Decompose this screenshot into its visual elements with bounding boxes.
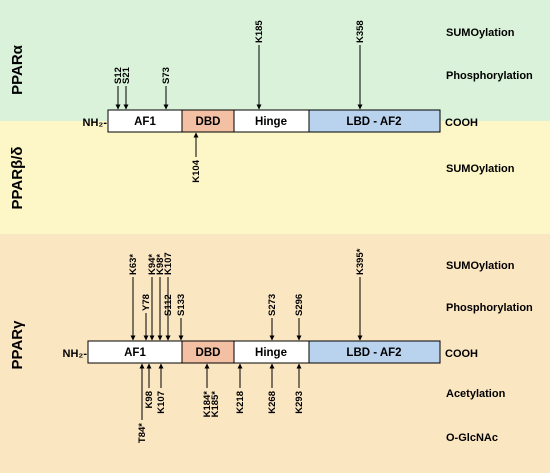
gamma-site-k268: K268: [267, 391, 278, 414]
gamma-lbd-label: LBD - AF2: [346, 347, 401, 359]
alpha-site-s21: S21: [121, 66, 132, 84]
gamma-site-k395: K395*: [355, 248, 366, 275]
gamma-site-k63: K63*: [128, 254, 139, 275]
gamma-label-acetyl: Acetylation: [446, 388, 506, 400]
alpha-lbd-label: LBD - AF2: [346, 116, 401, 128]
gamma-site-y78: Y78: [141, 294, 152, 311]
gamma-site-k107-above: K107: [163, 252, 174, 275]
alpha-dbd-label: DBD: [196, 116, 221, 128]
gamma-hinge-label: Hinge: [255, 347, 287, 359]
alpha-domain-lbd: [308, 109, 441, 133]
alpha-site-s12: S12: [113, 67, 124, 84]
band-alpha: [0, 0, 550, 121]
alpha-hinge-label: Hinge: [255, 116, 287, 128]
gamma-label-phospho: Phosphorylation: [446, 302, 533, 314]
gamma-site-k293: K293: [294, 391, 305, 414]
gamma-n-terminus: NH₂-: [63, 348, 88, 360]
title-delta: PPARβ/δ: [9, 147, 26, 210]
gamma-site-s133: S133: [176, 294, 187, 316]
gamma-site-s296: S296: [294, 294, 305, 316]
gamma-domain-lbd: [308, 340, 441, 364]
gamma-site-k98-below: K98: [144, 391, 155, 408]
gamma-site-k107-below: K107: [156, 391, 167, 414]
alpha-n-terminus: NH₂-: [83, 117, 108, 129]
gamma-c-terminus: COOH: [445, 348, 478, 360]
gamma-site-s112: S112: [163, 294, 174, 316]
delta-site-k104: K104: [191, 159, 202, 182]
gamma-af1-label: AF1: [124, 347, 146, 359]
alpha-site-k358: K358: [355, 20, 366, 43]
gamma-site-k94: K94*: [147, 254, 158, 275]
gamma-site-k98: K98*: [155, 254, 166, 275]
delta-label-sumo: SUMOylation: [446, 163, 515, 175]
title-alpha: PPARα: [9, 44, 26, 95]
title-gamma: PPARγ: [9, 320, 26, 370]
gamma-site-k184: K184*: [202, 391, 213, 418]
alpha-label-sumo: SUMOylation: [446, 27, 515, 39]
gamma-label-sumo: SUMOylation: [446, 260, 515, 272]
gamma-site-s273: S273: [267, 294, 278, 316]
gamma-dbd-label: DBD: [196, 347, 221, 359]
gamma-site-k218: K218: [235, 391, 246, 414]
alpha-af1-label: AF1: [134, 116, 156, 128]
alpha-site-k185: K185: [254, 20, 265, 43]
gamma-site-t84: T84*: [137, 423, 148, 443]
band-delta: [0, 121, 550, 234]
alpha-c-terminus: COOH: [445, 117, 478, 129]
gamma-label-oglcnac: O-GlcNAc: [446, 432, 498, 444]
gamma-site-k185: K185*: [210, 391, 221, 418]
alpha-site-s73: S73: [161, 67, 172, 84]
alpha-label-phospho: Phosphorylation: [446, 70, 533, 82]
